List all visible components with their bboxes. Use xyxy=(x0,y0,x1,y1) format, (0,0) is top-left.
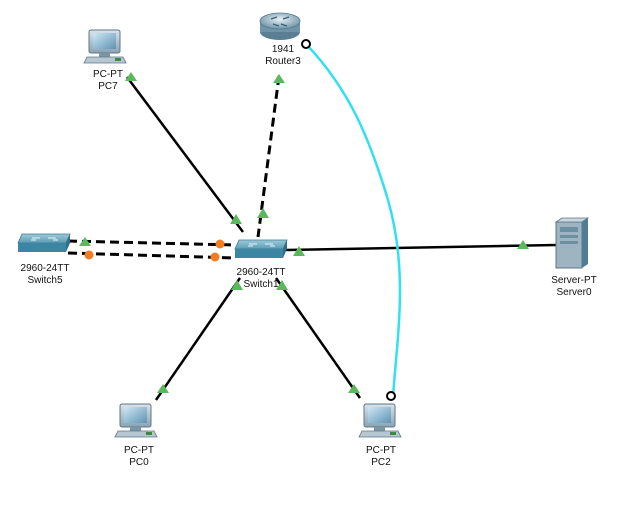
link-up-indicator xyxy=(257,208,269,218)
console-port-pc2 xyxy=(386,391,396,401)
link-switch1-server0[interactable] xyxy=(285,243,557,252)
switch-icon[interactable] xyxy=(17,233,71,252)
router-icon[interactable] xyxy=(259,12,301,40)
server-icon[interactable] xyxy=(554,217,590,269)
link-up-indicator xyxy=(125,72,137,81)
link-up-indicator xyxy=(273,74,285,83)
link-switch1-pc0[interactable] xyxy=(154,277,242,401)
switch-icon[interactable] xyxy=(234,239,288,258)
pc-icon[interactable] xyxy=(114,403,158,438)
link-blocking-indicator xyxy=(210,252,220,262)
link-up-indicator xyxy=(276,280,288,290)
link-up-indicator xyxy=(157,384,169,393)
pc-icon[interactable] xyxy=(83,29,127,64)
link-pc7-switch1[interactable] xyxy=(125,76,245,233)
link-up-indicator xyxy=(230,214,242,224)
link-up-indicator xyxy=(517,240,529,249)
link-up-indicator xyxy=(293,246,305,256)
console-port-router3 xyxy=(301,39,311,49)
pc-icon[interactable] xyxy=(358,403,402,438)
link-switch1-pc2[interactable] xyxy=(274,277,362,399)
link-blocking-indicator xyxy=(84,250,94,260)
console-cable-router3-pc2[interactable] xyxy=(301,39,402,401)
link-up-indicator xyxy=(79,237,91,246)
link-switch5-switch1-a[interactable] xyxy=(67,239,237,247)
link-up-indicator xyxy=(231,280,243,290)
link-switch5-switch1-b[interactable] xyxy=(67,251,237,260)
link-up-indicator xyxy=(348,384,360,393)
link-status-indicators xyxy=(79,72,529,393)
link-blocking-indicator xyxy=(215,239,225,249)
